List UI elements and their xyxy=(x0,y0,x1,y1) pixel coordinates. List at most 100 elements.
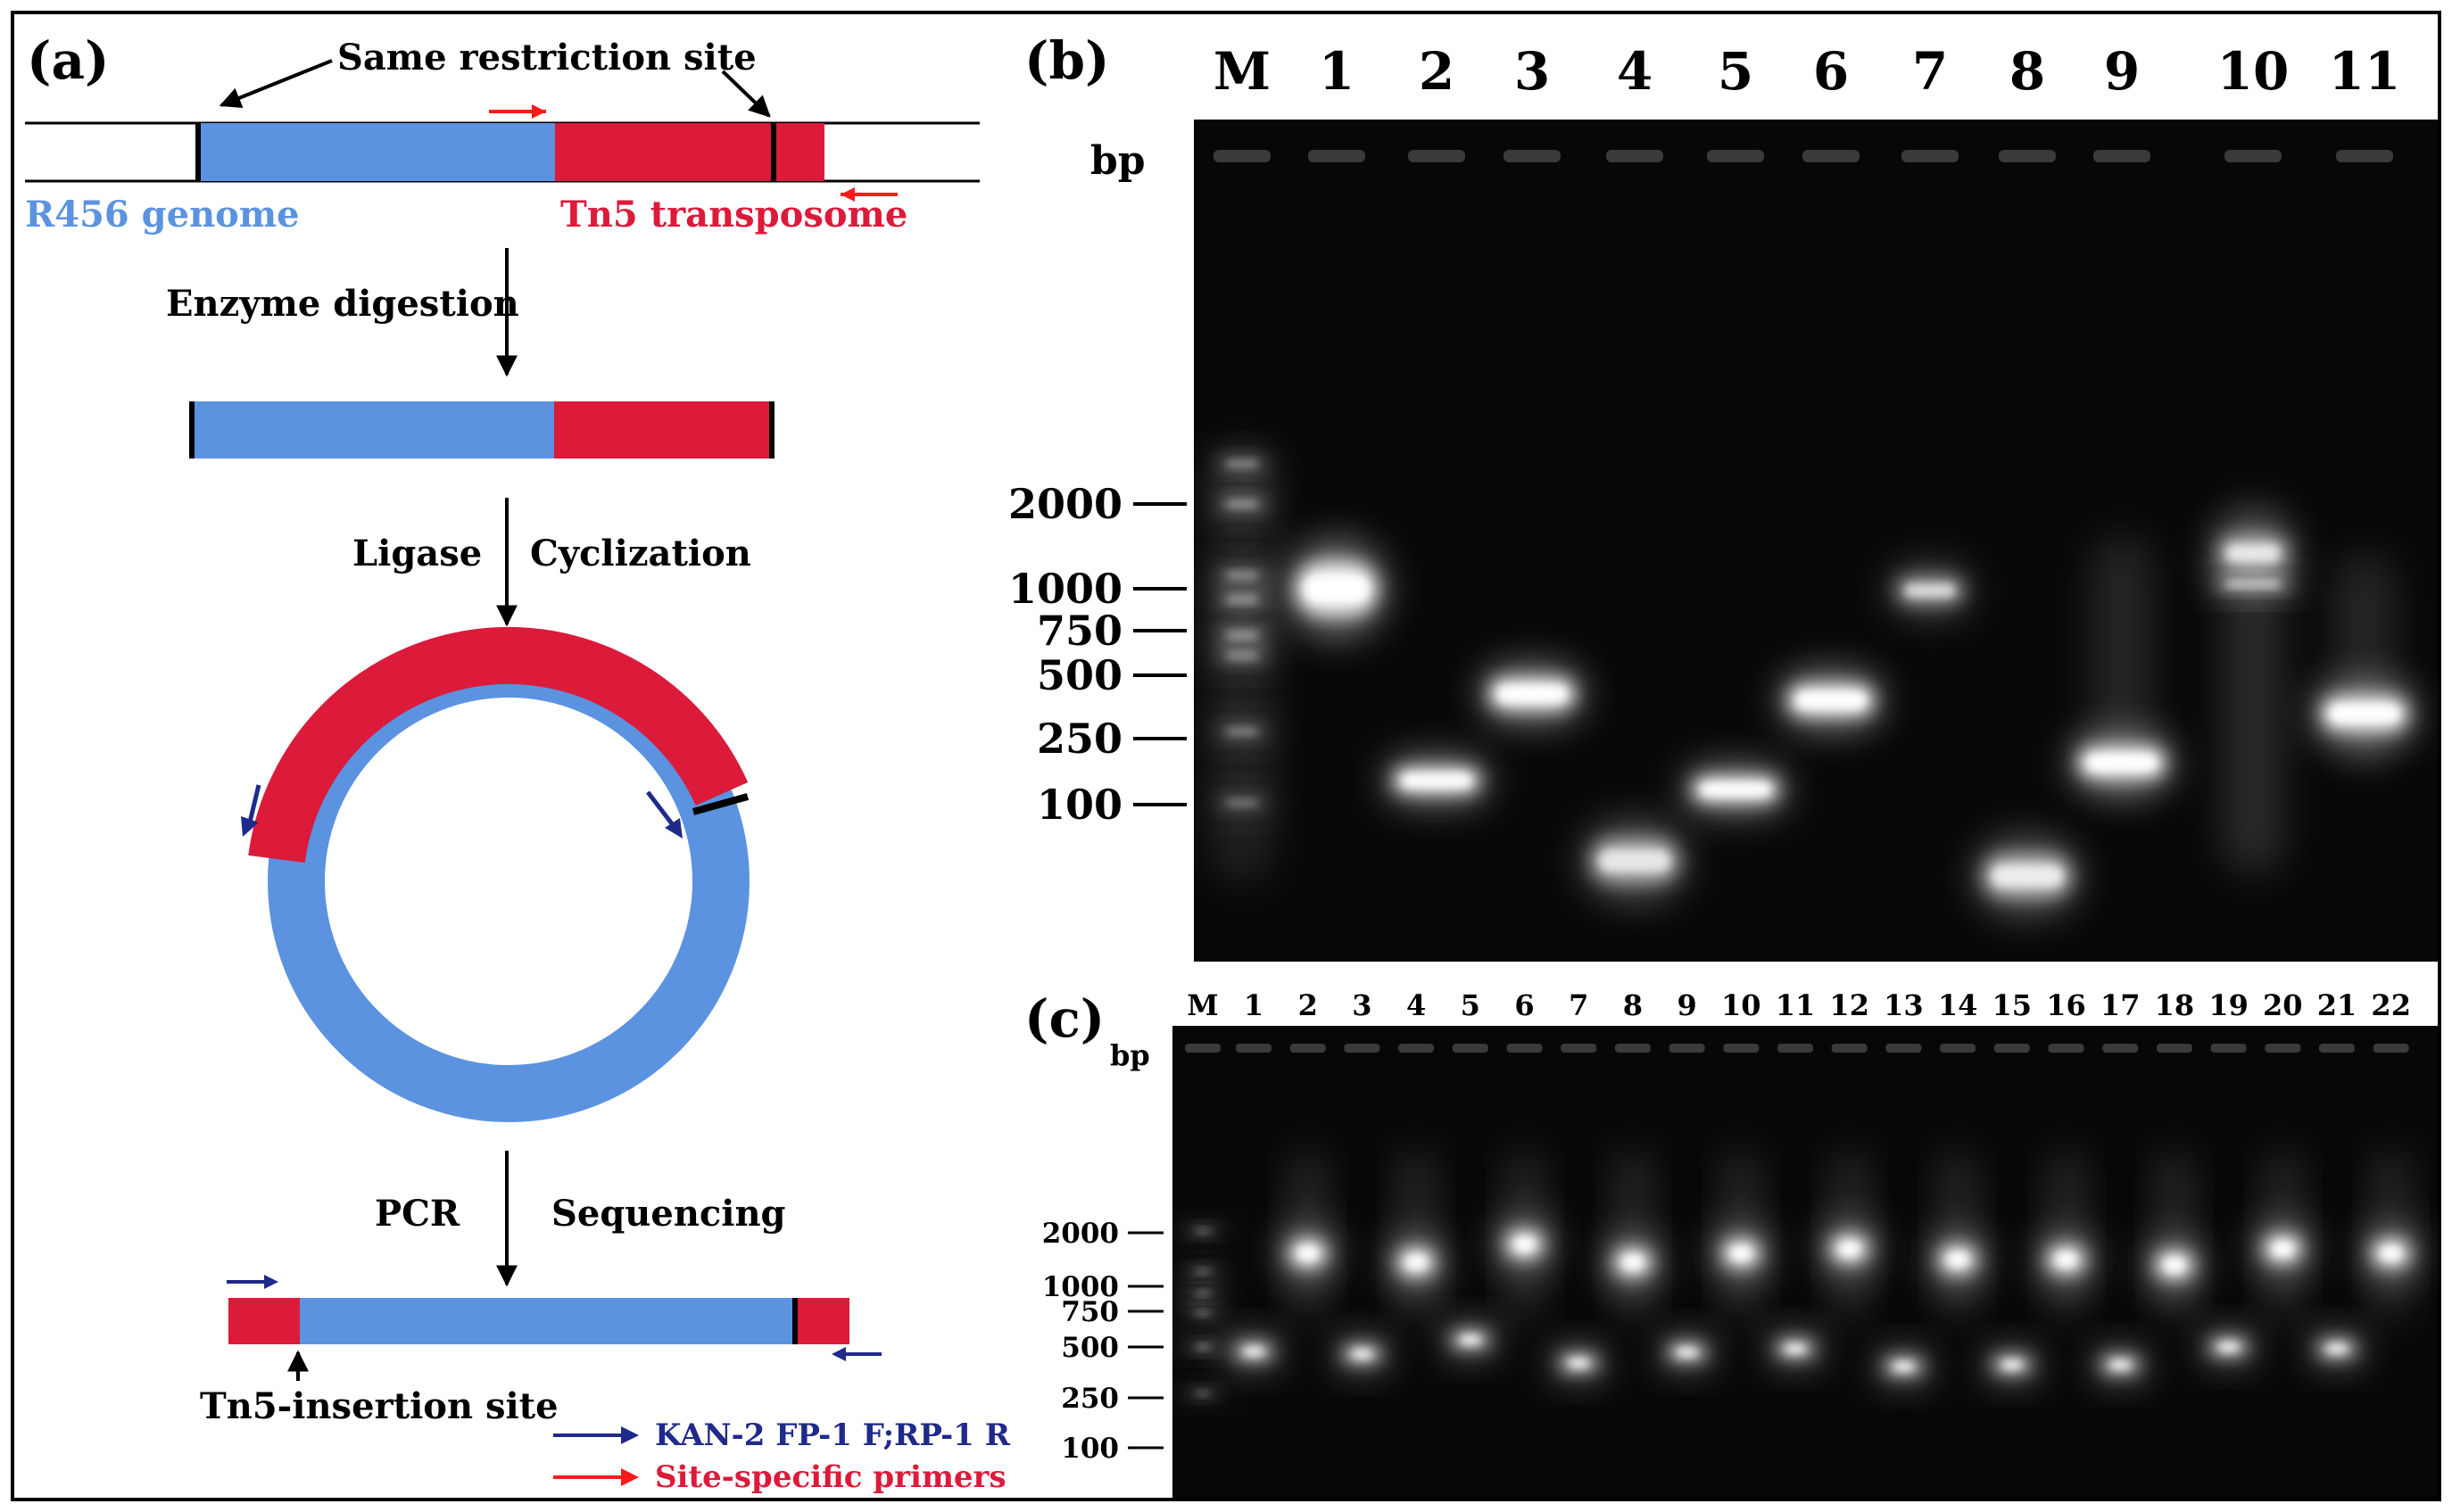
gel-band xyxy=(1228,1338,1280,1365)
lane-label: 5 xyxy=(1718,41,1753,102)
lane-smear xyxy=(1614,1151,1651,1320)
gel-band xyxy=(2311,1335,2363,1362)
lane-label: 16 xyxy=(2046,988,2086,1022)
gel-band xyxy=(1180,1224,1226,1238)
marker-label: 100 xyxy=(1037,781,1122,829)
gel-bands xyxy=(1210,454,2415,915)
lane-label: 19 xyxy=(2208,988,2249,1022)
gel-band xyxy=(1210,494,1274,514)
lane-label: 15 xyxy=(1992,988,2033,1022)
pcr-tn5-right xyxy=(798,1298,849,1344)
gel-band xyxy=(1583,821,1686,901)
gel-well xyxy=(1885,1044,1922,1053)
lane-label: 3 xyxy=(1514,41,1550,102)
gel-well xyxy=(1614,1044,1651,1053)
primer-head xyxy=(832,1347,846,1361)
pcr-genome xyxy=(300,1298,798,1344)
lane-label: 1 xyxy=(1244,988,1263,1022)
gel-band xyxy=(1661,1339,1713,1366)
primer-head xyxy=(665,818,683,839)
gel-well xyxy=(2102,1044,2139,1053)
lane-smear xyxy=(2222,500,2284,874)
gel-well xyxy=(1506,1044,1543,1053)
gel-band xyxy=(1387,759,1487,802)
gel-band xyxy=(2210,576,2296,592)
gel-well xyxy=(1777,1044,1813,1053)
gel-well xyxy=(1669,1044,1705,1053)
marker-label: 100 xyxy=(1061,1433,1119,1465)
gel-well xyxy=(2224,150,2282,162)
restriction-site-mark xyxy=(195,123,201,181)
gel-band xyxy=(2210,522,2296,584)
gel-bands xyxy=(1180,1220,2417,1400)
gel-band xyxy=(1976,837,2079,915)
gel-well xyxy=(1999,150,2056,162)
marker-label: 250 xyxy=(1061,1383,1119,1415)
gel-image-c xyxy=(1172,1026,2438,1498)
gel-well xyxy=(1802,150,1860,162)
lane-smear xyxy=(1398,1151,1435,1320)
marker-label: 750 xyxy=(1037,607,1122,655)
gel-well xyxy=(1344,1044,1380,1053)
legend-blue-head xyxy=(621,1426,639,1444)
gel-well xyxy=(1214,150,1271,162)
genome-label: R456 genome xyxy=(25,194,300,235)
restriction-arrow-right xyxy=(721,70,771,118)
restriction-site-mark xyxy=(771,123,776,181)
lane-label: 8 xyxy=(1623,988,1643,1022)
gel-well xyxy=(2210,1044,2247,1053)
gel-band xyxy=(1715,1229,1768,1277)
marker-label: 750 xyxy=(1061,1296,1119,1328)
gel-band xyxy=(1210,590,1274,609)
ligation-junction xyxy=(692,793,750,815)
marker-label: 1000 xyxy=(1042,1271,1119,1303)
lane-label: 9 xyxy=(2104,41,2140,102)
gel-well xyxy=(2048,1044,2084,1053)
gel-well xyxy=(1408,150,1465,162)
gel-well xyxy=(2093,150,2150,162)
panel-b-label: (b) xyxy=(1024,30,1109,91)
primer-head xyxy=(532,104,546,119)
gel-well xyxy=(1723,1044,1760,1053)
step-sequencing-label: Sequencing xyxy=(551,1193,786,1235)
pcr-tn5-left xyxy=(228,1298,300,1344)
gel-band xyxy=(1210,625,1274,645)
lane-smear xyxy=(2156,1151,2192,1320)
restriction-arrow-left xyxy=(219,59,333,109)
gel-band xyxy=(1877,1353,1930,1380)
lane-label: 21 xyxy=(2317,988,2357,1022)
gel-band xyxy=(2365,1229,2417,1277)
gel-band xyxy=(1498,1220,1551,1268)
marker-label: 1000 xyxy=(1008,565,1122,613)
gel-band xyxy=(2257,1225,2309,1273)
gel-wells xyxy=(1214,150,2393,162)
gel-band xyxy=(1932,1235,1984,1284)
lane-label: 7 xyxy=(1569,988,1588,1022)
lane-label: 2 xyxy=(1298,988,1318,1022)
gel-band xyxy=(1180,1306,1226,1320)
gel-band xyxy=(1985,1351,2038,1378)
marker-label: 500 xyxy=(1061,1332,1119,1364)
gel-well xyxy=(1707,150,1764,162)
lane-label: M xyxy=(1187,988,1218,1022)
marker-label: 2000 xyxy=(1008,480,1122,528)
lane-label: 1 xyxy=(1319,41,1354,102)
lane-label: 7 xyxy=(1912,41,1948,102)
gel-band xyxy=(1606,1238,1659,1286)
gel-band xyxy=(1210,646,1274,665)
step-cyclization-label: Cyclization xyxy=(530,533,751,574)
gel-band xyxy=(1889,566,1971,615)
marker-label: 250 xyxy=(1037,715,1122,763)
panel-c-label: (c) xyxy=(1024,988,1105,1049)
lane-label: 14 xyxy=(1938,988,1978,1022)
restriction-site-mark xyxy=(792,1298,798,1344)
lane-label: 5 xyxy=(1461,988,1480,1022)
step-digestion-label: Enzyme digestion xyxy=(166,283,519,325)
genome-segment xyxy=(198,123,555,181)
same-site-label: Same restriction site xyxy=(337,37,757,78)
gel-well xyxy=(1289,1044,1326,1053)
